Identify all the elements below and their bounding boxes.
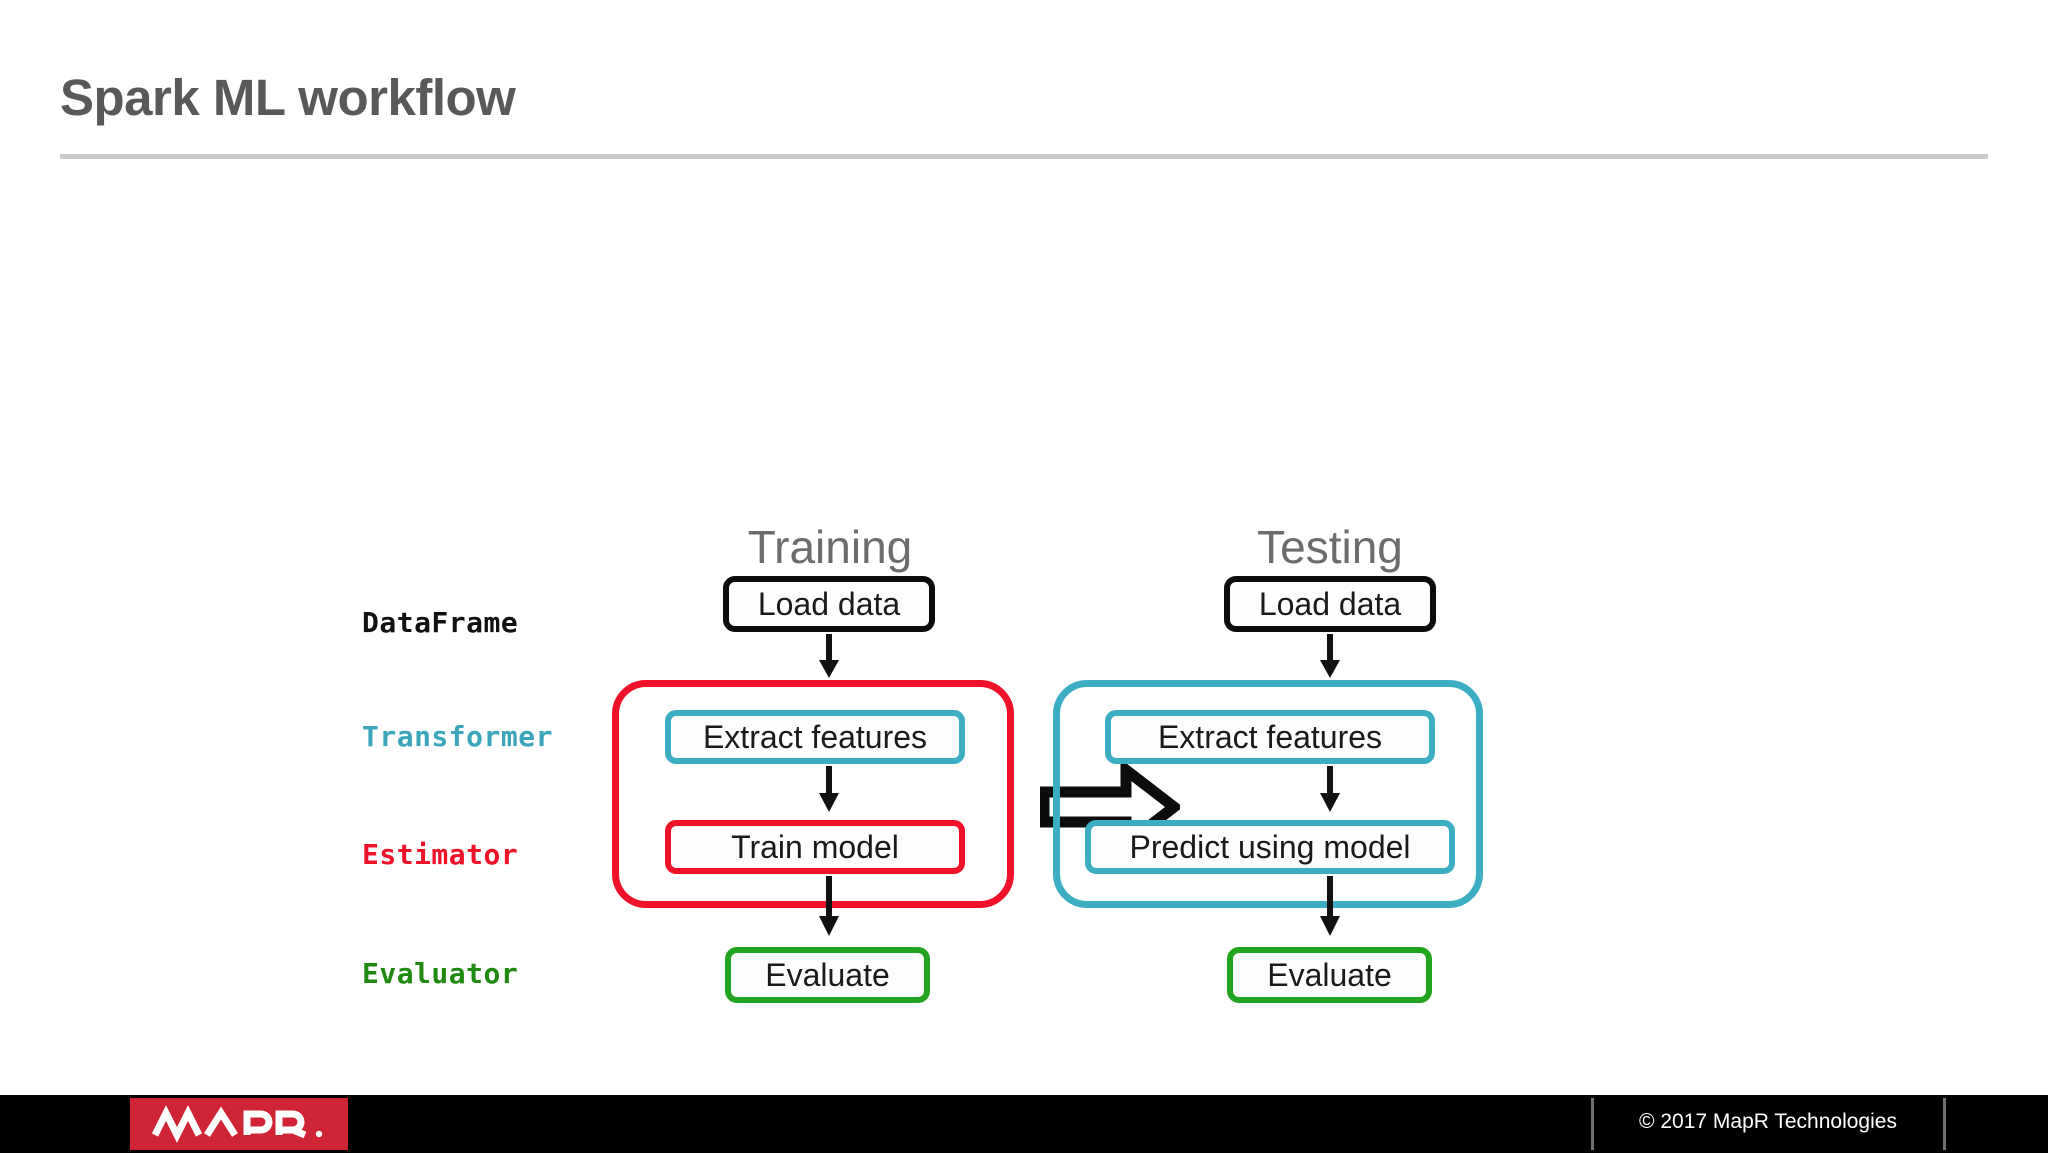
training-step-extract-features[interactable]: Extract features	[665, 710, 965, 764]
training-step-train-model-label: Train model	[731, 828, 899, 865]
training-arrow-3	[814, 876, 844, 938]
training-step-load-data-label: Load data	[757, 585, 901, 622]
testing-step-evaluate-label: Evaluate	[1267, 956, 1392, 993]
training-step-load-data[interactable]: Load data	[723, 576, 935, 632]
row-label-estimator: Estimator	[362, 838, 519, 871]
footer-divider-right	[1943, 1098, 1946, 1150]
training-step-evaluate-label: Evaluate	[765, 956, 890, 993]
testing-step-evaluate[interactable]: Evaluate	[1227, 947, 1432, 1003]
column-heading-testing: Testing	[1257, 521, 1403, 573]
row-label-evaluator: Evaluator	[362, 957, 519, 990]
mapr-logo	[130, 1098, 348, 1150]
testing-step-predict-using-model-label: Predict using model	[1129, 828, 1411, 865]
testing-arrow-2	[1315, 766, 1345, 814]
training-step-extract-features-label: Extract features	[702, 718, 928, 755]
training-group-estimator	[612, 680, 1014, 908]
testing-step-load-data-label: Load data	[1258, 585, 1402, 622]
testing-step-extract-features[interactable]: Extract features	[1105, 710, 1435, 764]
page-title: Spark ML workflow	[60, 69, 516, 126]
row-label-dataframe: DataFrame	[362, 606, 519, 639]
footer-divider-left	[1591, 1098, 1594, 1150]
training-step-train-model[interactable]: Train model	[665, 820, 965, 874]
training-arrow-2	[814, 766, 844, 814]
testing-arrow-1	[1315, 634, 1345, 680]
testing-arrow-3	[1315, 876, 1345, 938]
workflow-diagram: DataFrame Transformer Estimator Evaluato…	[0, 170, 2048, 1075]
testing-step-predict-using-model[interactable]: Predict using model	[1085, 820, 1455, 874]
training-step-evaluate[interactable]: Evaluate	[725, 947, 930, 1003]
testing-step-extract-features-label: Extract features	[1157, 718, 1383, 755]
footer-copyright: © 2017 MapR Technologies	[1639, 1110, 1897, 1133]
row-label-transformer: Transformer	[362, 720, 553, 753]
training-arrow-1	[814, 634, 844, 680]
testing-group-transformer	[1053, 680, 1483, 908]
testing-step-load-data[interactable]: Load data	[1224, 576, 1436, 632]
title-divider	[60, 154, 1988, 159]
column-heading-training: Training	[747, 521, 913, 573]
